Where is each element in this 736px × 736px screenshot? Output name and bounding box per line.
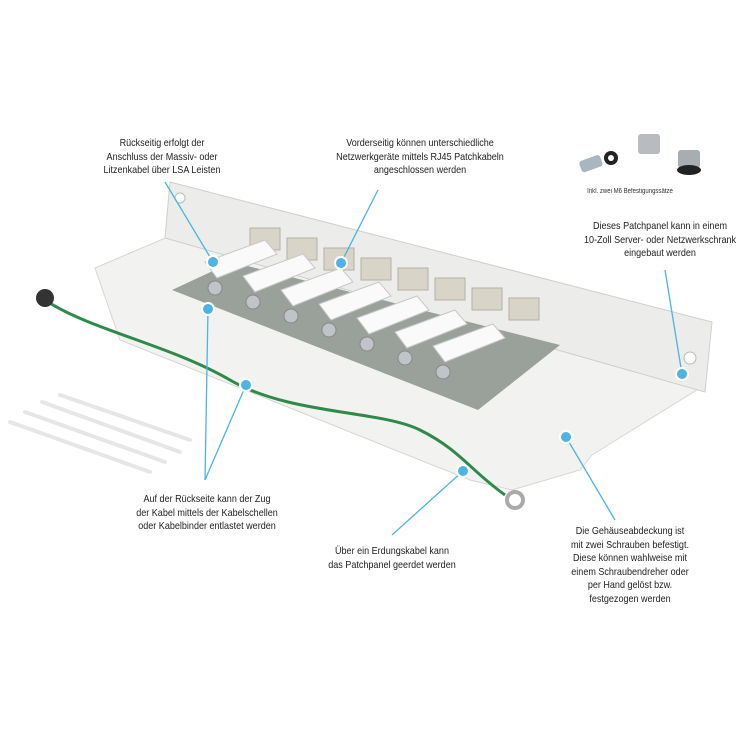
callout-markers: [201, 255, 689, 478]
rj45-port: [360, 257, 392, 281]
callout-line: Diese können wahlweise mit: [573, 552, 687, 564]
callout-cover: Die Gehäuseabdeckung ist mit zwei Schrau…: [561, 525, 699, 606]
callout-strain-relief: Auf der Rückseite kann der Zug der Kabel…: [121, 493, 293, 534]
callout-lines: [164, 181, 683, 536]
cable-clamp: [359, 336, 375, 352]
lsa-module: [356, 295, 430, 335]
callout-rack-mount: Dieses Patchpanel kann in einem 10-Zoll …: [574, 220, 736, 261]
cable-clamp: [245, 294, 261, 310]
cable-ties-image: [8, 393, 192, 474]
callout-line: einem Schraubendreher oder: [571, 565, 689, 578]
rj45-port: [434, 277, 466, 301]
callout-line: Rückseitig erfolgt der: [119, 137, 205, 149]
callout-dot: [239, 378, 253, 392]
callout-line: eingebaut werden: [624, 247, 696, 259]
callout-mounting-kit: Inkl. zwei M6 Befestigungssätze: [574, 187, 686, 196]
callout-line: Vorderseitig können unterschiedliche: [346, 137, 494, 149]
lsa-module: [318, 281, 392, 321]
cable-clamp: [283, 308, 299, 324]
cable-clamp: [397, 350, 413, 366]
cable-clamp: [435, 364, 451, 380]
callout-line: der Kabel mittels der Kabelschellen: [136, 506, 278, 519]
callout-line: angeschlossen werden: [373, 164, 467, 176]
callout-line: Litzenkabel über LSA Leisten: [103, 164, 221, 176]
rj45-port: [508, 297, 540, 321]
callout-dot: [456, 464, 470, 478]
mounting-kit-image: [579, 134, 701, 175]
callout-line: Anschluss der Massiv- oder: [106, 150, 218, 163]
callout-line: festgezogen werden: [589, 592, 671, 605]
callout-line: mit zwei Schrauben befestigt.: [571, 538, 689, 551]
lsa-module: [280, 267, 354, 307]
callout-dot: [201, 302, 215, 316]
callout-line: Netzwerkgeräte mittels RJ45 Patchkabeln: [336, 150, 504, 163]
lsa-module: [204, 239, 278, 279]
callout-line: per Hand gelöst bzw.: [587, 579, 673, 591]
lsa-module: [242, 253, 316, 293]
circuit-board: [172, 262, 560, 410]
cable-clamp: [321, 322, 337, 338]
lsa-module: [432, 323, 506, 363]
callout-line: Über ein Erdungskabel kann: [335, 545, 449, 557]
lsa-module: [394, 309, 468, 349]
callout-line: oder Kabelbinder entlastet werden: [138, 520, 276, 532]
callout-line: Die Gehäuseabdeckung ist: [575, 525, 685, 537]
callout-line: Inkl. zwei M6 Befestigungssätze: [587, 188, 673, 195]
callout-line: 10-Zoll Server- oder Netzwerkschrank: [583, 233, 736, 246]
callout-grounding: Über ein Erdungskabel kann das Patchpane…: [315, 545, 470, 572]
callout-rear-connection: Rückseitig erfolgt der Anschluss der Mas…: [76, 137, 248, 178]
rj45-port: [397, 267, 429, 291]
callout-dot: [334, 256, 348, 270]
callout-line: Auf der Rückseite kann der Zug: [143, 493, 271, 505]
callout-dot: [559, 430, 573, 444]
callout-dot: [675, 367, 689, 381]
ground-cable: [44, 298, 506, 497]
callout-line: Dieses Patchpanel kann in einem: [592, 220, 728, 232]
callout-dot: [206, 255, 220, 269]
cable-clamp: [207, 280, 223, 296]
rj45-port: [471, 287, 503, 311]
callout-line: das Patchpanel geerdet werden: [328, 558, 456, 571]
callout-front-ports: Vorderseitig können unterschiedliche Net…: [317, 137, 523, 178]
